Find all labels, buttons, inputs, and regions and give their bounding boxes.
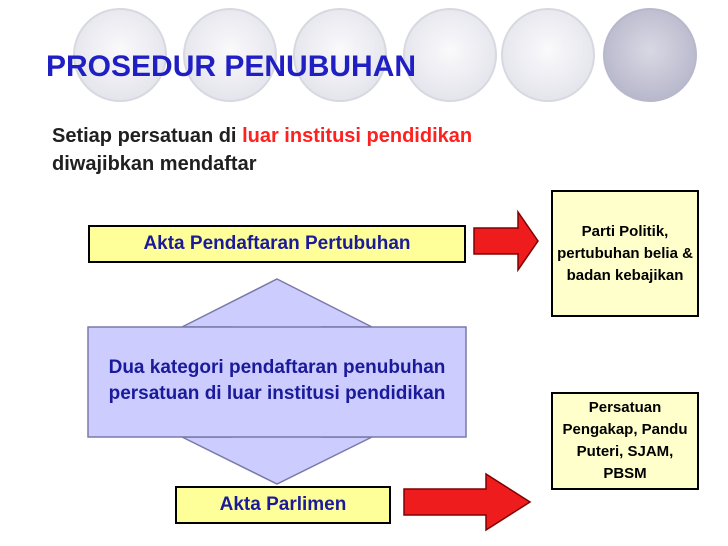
subtitle-text-1: Setiap persatuan di	[52, 125, 243, 147]
arrow-right-icon	[473, 209, 539, 273]
background-decoration	[73, 8, 697, 102]
bg-circle	[603, 8, 697, 102]
slide-subtitle: Setiap persatuan di luar institusi pendi…	[52, 122, 672, 178]
subtitle-highlight: luar institusi pendidikan	[242, 125, 473, 147]
akta-parlimen-box: Akta Parlimen	[175, 486, 391, 524]
bg-circle	[501, 8, 595, 102]
parti-politik-box: Parti Politik, pertubuhan belia & badan …	[551, 190, 699, 317]
subtitle-text-2: diwajibkan mendaftar	[52, 153, 257, 175]
persatuan-pengakap-box: Persatuan Pengakap, Pandu Puteri, SJAM, …	[551, 392, 699, 490]
arrow-right-icon	[403, 472, 532, 532]
akta-pendaftaran-box: Akta Pendaftaran Pertubuhan	[88, 225, 466, 263]
center-label: Dua kategori pendaftaran penubuhan persa…	[108, 357, 446, 404]
bg-circle	[73, 8, 167, 102]
bg-circle	[403, 8, 497, 102]
center-rect	[87, 326, 467, 438]
slide-title: PROSEDUR PENUBUHAN	[46, 50, 417, 83]
bg-circle	[183, 8, 277, 102]
bg-circle	[293, 8, 387, 102]
